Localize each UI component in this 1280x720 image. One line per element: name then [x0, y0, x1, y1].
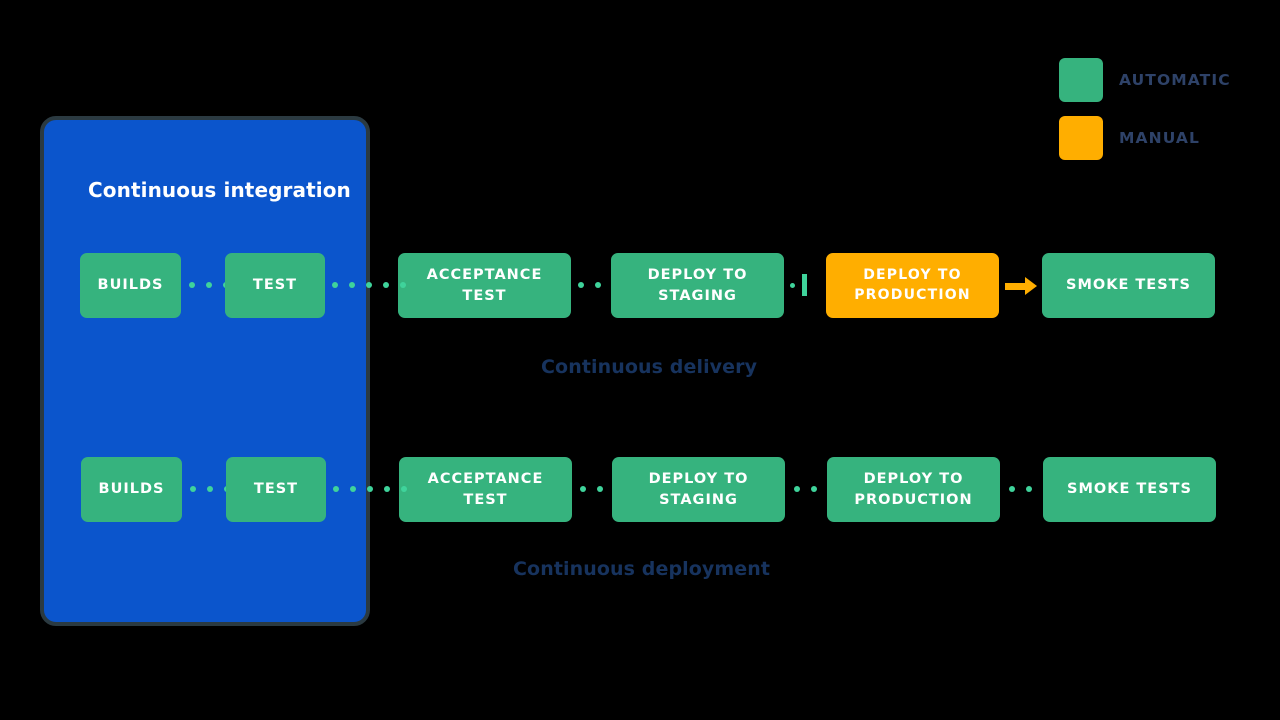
arrow-shaft-icon [1005, 282, 1025, 290]
node-cd-deploy-staging[interactable]: DEPLOY TO STAGING [611, 253, 784, 318]
node-cd-smoke-tests[interactable]: SMOKE TESTS [1042, 253, 1215, 318]
arrow-head-icon [1025, 277, 1037, 295]
connector-dot [333, 486, 339, 492]
node-label: ACCEPTANCE TEST [426, 266, 543, 304]
connector-dot [400, 282, 406, 288]
continuous-integration-title: Continuous integration [88, 178, 351, 202]
connector-dot [401, 486, 407, 492]
connector-gate-bar [802, 274, 807, 296]
node-label: SMOKE TESTS [1066, 277, 1191, 294]
manual-swatch-icon [1059, 116, 1103, 160]
node-label: DEPLOY TO STAGING [647, 266, 748, 304]
node-cd-deploy-production[interactable]: DEPLOY TO PRODUCTION [826, 253, 999, 318]
connector-dot [350, 486, 356, 492]
connector-dot [207, 486, 213, 492]
legend-label-manual: MANUAL [1119, 129, 1200, 147]
node-label: DEPLOY TO PRODUCTION [854, 470, 973, 508]
connector-dot [383, 282, 389, 288]
connector-dot [597, 486, 603, 492]
node-label: TEST [252, 277, 298, 294]
connector-dot [332, 282, 338, 288]
connector-cdep-test-acceptance [333, 486, 407, 492]
connector-cd-staging-production-gate [790, 274, 807, 296]
legend-item-manual: MANUAL [1059, 116, 1231, 160]
legend-label-automatic: AUTOMATIC [1119, 71, 1231, 89]
connector-dot [794, 486, 800, 492]
connector-dot [206, 282, 212, 288]
connector-dot [1009, 486, 1015, 492]
connector-dot [366, 282, 372, 288]
node-cdep-deploy-staging[interactable]: DEPLOY TO STAGING [612, 457, 785, 522]
node-cd-builds[interactable]: BUILDS [80, 253, 181, 318]
connector-cd-test-acceptance [332, 282, 406, 288]
node-cd-test[interactable]: TEST [225, 253, 325, 318]
legend-item-automatic: AUTOMATIC [1059, 58, 1231, 102]
continuous-integration-panel: Continuous integration [40, 116, 370, 626]
node-cdep-deploy-production[interactable]: DEPLOY TO PRODUCTION [827, 457, 1000, 522]
node-label: SMOKE TESTS [1067, 481, 1192, 498]
connector-cd-production-smoke-arrow [1005, 277, 1037, 295]
node-cd-acceptance-test[interactable]: ACCEPTANCE TEST [398, 253, 571, 318]
connector-dot [1026, 486, 1032, 492]
connector-dot [578, 282, 584, 288]
node-label: BUILDS [98, 481, 165, 498]
automatic-swatch-icon [1059, 58, 1103, 102]
connector-dot [349, 282, 355, 288]
connector-dot [580, 486, 586, 492]
node-cdep-smoke-tests[interactable]: SMOKE TESTS [1043, 457, 1216, 522]
connector-dot [595, 282, 601, 288]
connector-dot [367, 486, 373, 492]
caption-continuous-delivery: Continuous delivery [541, 356, 758, 378]
node-label: TEST [253, 481, 299, 498]
node-label: DEPLOY TO PRODUCTION [854, 266, 971, 303]
node-cdep-acceptance-test[interactable]: ACCEPTANCE TEST [399, 457, 572, 522]
node-cdep-builds[interactable]: BUILDS [81, 457, 182, 522]
node-label: DEPLOY TO STAGING [648, 470, 749, 508]
legend: AUTOMATIC MANUAL [1059, 58, 1231, 160]
node-label: ACCEPTANCE TEST [427, 470, 544, 508]
connector-dot [790, 282, 795, 288]
connector-dot [189, 282, 195, 288]
connector-dot [384, 486, 390, 492]
node-cdep-test[interactable]: TEST [226, 457, 326, 522]
caption-continuous-deployment: Continuous deployment [513, 558, 771, 580]
node-label: BUILDS [97, 277, 164, 294]
connector-dot [811, 486, 817, 492]
connector-dot [190, 486, 196, 492]
